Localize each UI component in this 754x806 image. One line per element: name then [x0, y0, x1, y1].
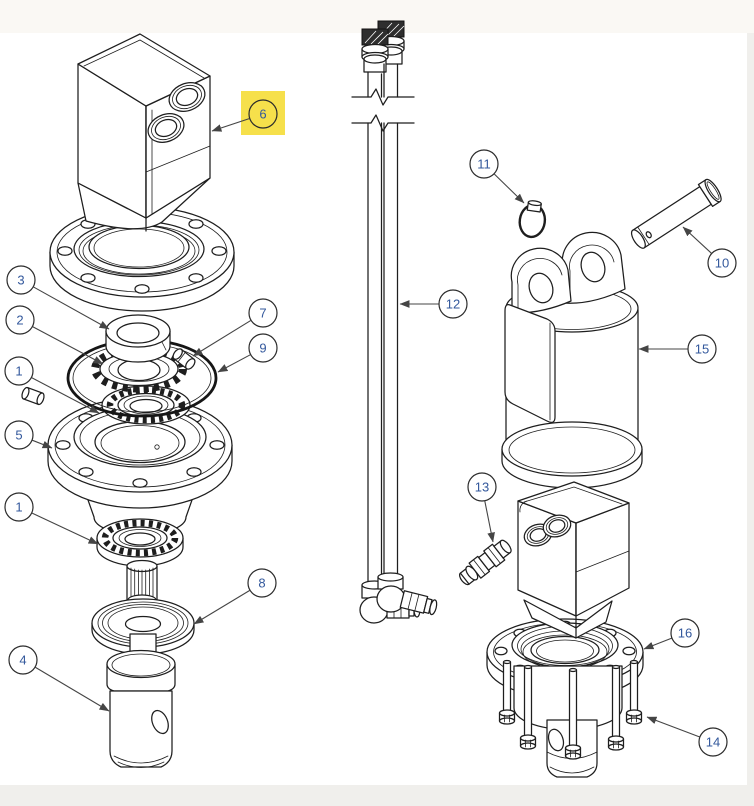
- right-margin: [747, 33, 754, 806]
- callout-circle[interactable]: [8, 645, 38, 675]
- callout-number: 4: [19, 653, 26, 668]
- callout-circle[interactable]: [698, 727, 728, 757]
- part-12-hydraulic-hoses: [351, 20, 438, 624]
- callout-number: 15: [695, 342, 709, 357]
- callout-number: 8: [258, 576, 265, 591]
- leader-line: [493, 173, 525, 204]
- callout-4[interactable]: 4: [8, 645, 110, 712]
- callout-12[interactable]: 12: [399, 289, 468, 319]
- callout-number: 13: [475, 480, 489, 495]
- part-7-plug: [172, 348, 196, 370]
- callout-10[interactable]: 10: [682, 226, 737, 278]
- callout-circle[interactable]: [4, 492, 34, 522]
- callout-circle[interactable]: [469, 149, 499, 179]
- callout-7[interactable]: 7: [192, 298, 278, 357]
- callout-circle[interactable]: [5, 305, 35, 335]
- callout-circle[interactable]: [6, 265, 36, 295]
- part-2-gear: [91, 345, 187, 393]
- callout-number: 11: [477, 157, 491, 172]
- callout-2[interactable]: 2: [5, 305, 104, 365]
- callout-circle[interactable]: [248, 298, 278, 328]
- callout-14[interactable]: 14: [646, 716, 728, 757]
- callout-16[interactable]: 16: [643, 618, 700, 650]
- leader-line: [31, 377, 100, 414]
- leader-line: [33, 286, 110, 330]
- callout-number: 6: [259, 107, 266, 122]
- callout-11[interactable]: 11: [469, 149, 525, 204]
- clevis-ear-left: [510, 247, 572, 314]
- part-8-seal-washer: [91, 598, 195, 655]
- leader-line: [31, 512, 99, 545]
- part-1-bearing-lower: [96, 518, 184, 567]
- callout-13[interactable]: 13: [467, 472, 497, 543]
- callout-number: 2: [16, 313, 23, 328]
- callout-number: 7: [259, 306, 266, 321]
- callout-number: 14: [706, 735, 720, 750]
- part-14-bolts: [498, 659, 643, 760]
- callout-6[interactable]: 6: [211, 91, 285, 135]
- leader-line: [682, 226, 712, 254]
- part-11-lynch-pin: [518, 200, 547, 239]
- callout-circle[interactable]: [687, 334, 717, 364]
- dowel-pin: [21, 386, 45, 406]
- callout-number: 9: [259, 341, 266, 356]
- hose-fitting-left-top: [361, 28, 389, 73]
- leader-line: [35, 666, 110, 712]
- motor-port-upper: [168, 82, 206, 112]
- leader-line: [217, 354, 251, 373]
- callout-3[interactable]: 3: [6, 265, 110, 330]
- callout-number: 1: [15, 500, 22, 515]
- callout-circle[interactable]: [248, 333, 278, 363]
- part-13-adapter-fitting: [458, 539, 512, 586]
- leader-line: [646, 716, 700, 738]
- callout-1[interactable]: 1: [4, 356, 100, 414]
- part-16-drive-assembly: [486, 481, 644, 778]
- part-4-output-adapter: [106, 649, 176, 768]
- leader-line: [211, 118, 250, 132]
- callout-1[interactable]: 1: [4, 492, 99, 545]
- callout-9[interactable]: 9: [217, 333, 278, 373]
- part-6-hydraulic-motor: [49, 33, 235, 312]
- callout-circle[interactable]: [438, 289, 468, 319]
- break-line-upper: [351, 88, 415, 106]
- leader-line: [192, 320, 251, 357]
- part-15-swivel-housing: [501, 231, 643, 489]
- leader-line: [32, 326, 104, 365]
- leader-line: [643, 637, 672, 650]
- leader-line: [484, 501, 495, 543]
- callout-circle[interactable]: [4, 420, 34, 450]
- part-3-spacer-ring: [105, 314, 171, 363]
- clevis-ear-right: [561, 231, 626, 304]
- part-5-bearing-housing: [47, 397, 233, 536]
- bottom-margin: [0, 785, 754, 806]
- callout-number: 10: [715, 256, 729, 271]
- callout-number: 16: [678, 626, 692, 641]
- callout-number: 3: [17, 273, 24, 288]
- callout-circle[interactable]: [467, 472, 497, 502]
- callout-circle[interactable]: [707, 248, 737, 278]
- callout-8[interactable]: 8: [193, 568, 277, 625]
- motor-block-16: [517, 481, 630, 639]
- leader-line: [193, 590, 250, 625]
- callout-number: 1: [15, 364, 22, 379]
- callout-circle[interactable]: [248, 99, 278, 129]
- leader-line: [32, 439, 53, 449]
- elbow-fitting-right: [376, 572, 438, 616]
- callout-number: 12: [446, 297, 460, 312]
- top-margin: [0, 0, 754, 33]
- callout-15[interactable]: 15: [638, 334, 717, 364]
- callout-circle[interactable]: [670, 618, 700, 648]
- callout-5[interactable]: 5: [4, 420, 53, 450]
- callout-circle[interactable]: [247, 568, 277, 598]
- part-10-clevis-pin: [630, 178, 722, 249]
- motor-port-lower: [147, 113, 185, 143]
- callout-circle[interactable]: [4, 356, 34, 386]
- callout-number: 5: [15, 428, 22, 443]
